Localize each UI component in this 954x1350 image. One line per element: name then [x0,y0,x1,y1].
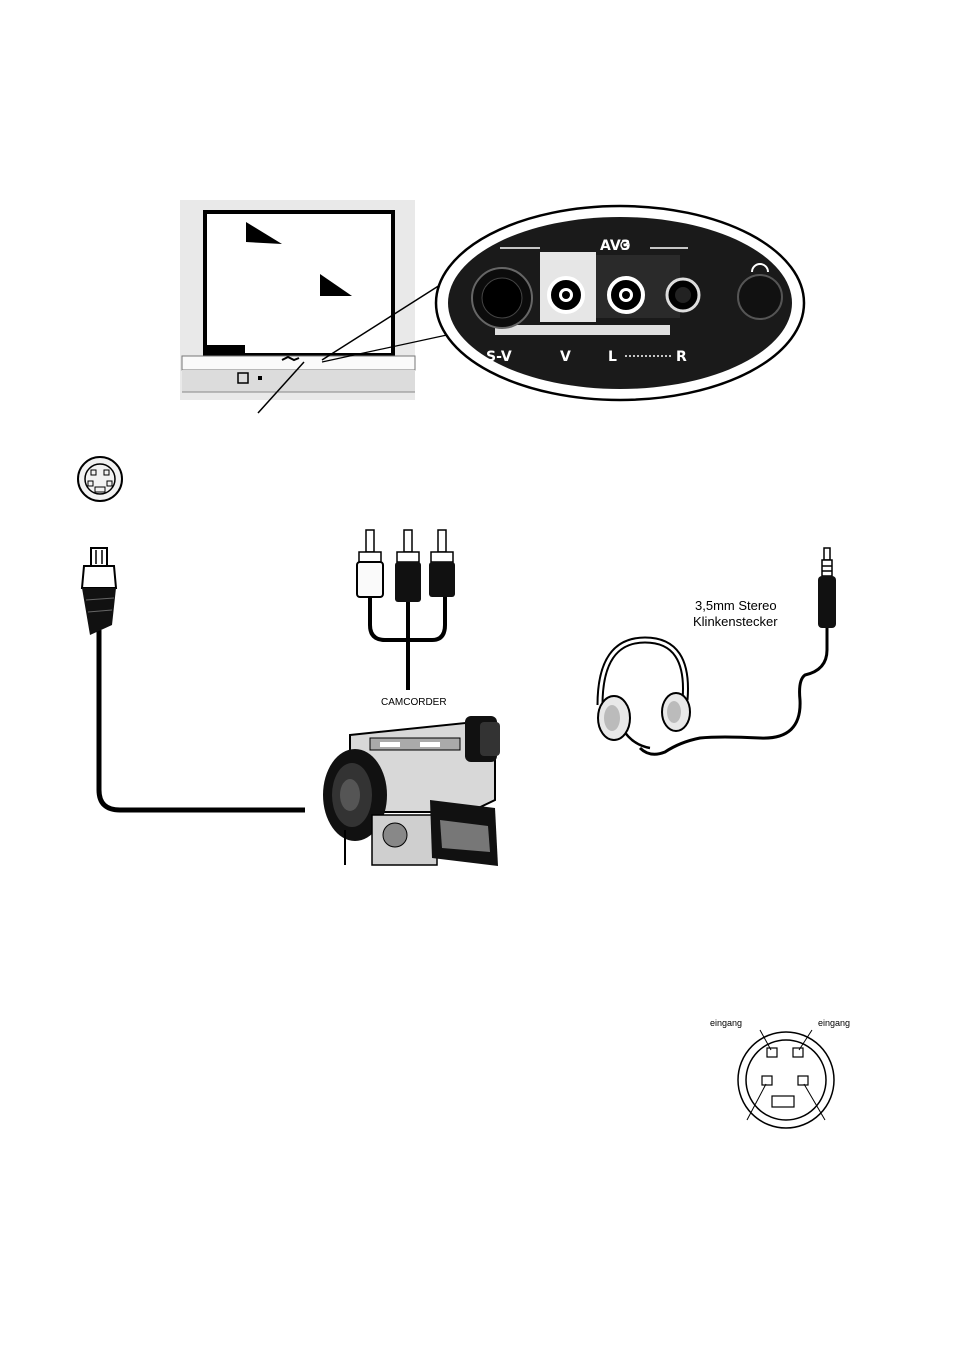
camcorder-illustration [323,716,500,866]
jack-label-r: R [676,349,687,365]
rca-cable-set [357,530,455,690]
av3-panel-zoom: AV3 S-V V L R [436,206,804,400]
headphone-jack [738,275,782,319]
headphone-plug-label-line2: Klinkenstecker [693,614,778,629]
jack-label-l: L [608,349,617,365]
jack-label-v: V [560,349,571,365]
s-video-cable [82,548,305,810]
s-video-socket-icon [78,457,122,501]
headphone-plug-label-line1: 3,5mm Stereo [695,598,777,613]
headphones-illustration [598,548,836,754]
pin-label-left: eingang [710,1018,742,1028]
pin-label-right: eingang [818,1018,850,1028]
jack-label-s-v: S-V [486,349,512,365]
camcorder-label: CAMCORDER [381,697,447,708]
s-video-pinout [738,1030,834,1128]
